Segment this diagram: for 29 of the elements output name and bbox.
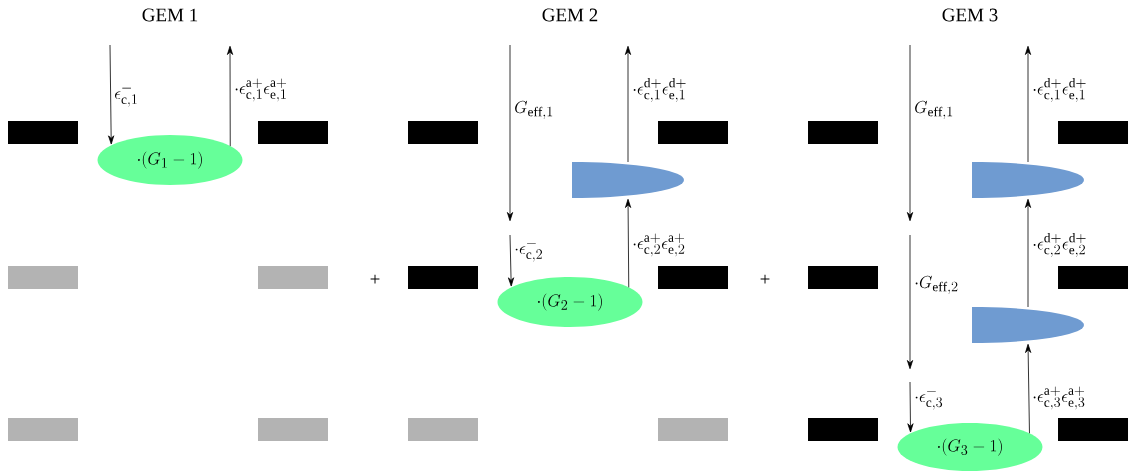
panel-title: GEM 1 xyxy=(142,8,198,22)
arrow xyxy=(1025,198,1032,308)
edge-label: $\cdot\epsilon^{-}_{\mathrm{c},3}$ xyxy=(913,385,945,411)
plus-sign: + xyxy=(760,274,770,284)
arrow xyxy=(625,198,632,288)
gain-label: $G_{\mathrm{eff},1}$ xyxy=(513,100,555,120)
edge-label: $\cdot\epsilon^{\mathrm{d+}}_{\mathrm{c},1}\epsilon^{\mathrm{d+}}_{\mathrm{e},1}$ xyxy=(631,77,688,103)
edge-label: $\cdot\epsilon^{-}_{\mathrm{c},2}$ xyxy=(513,237,545,263)
arrow xyxy=(624,45,632,163)
charge-cloud xyxy=(572,162,684,198)
arrow xyxy=(907,381,914,433)
gain-label: $\cdot G_{\mathrm{eff},2}$ xyxy=(913,275,960,295)
plus-sign: + xyxy=(370,274,380,284)
charge-cloud xyxy=(972,307,1084,343)
edge-label: $\cdot\epsilon^{\mathrm{d+}}_{\mathrm{c},1}\epsilon^{\mathrm{d+}}_{\mathrm{e},1}$ xyxy=(1031,77,1088,103)
edge-label: $\cdot\epsilon^{\mathrm{a+}}_{\mathrm{c},1}\epsilon^{\mathrm{a+}}_{\mathrm{e},1}$ xyxy=(233,77,289,103)
arrow xyxy=(1025,343,1032,434)
arrow xyxy=(227,45,234,147)
edge-label: $\cdot\epsilon^{\mathrm{a+}}_{\mathrm{c},3}\epsilon^{\mathrm{a+}}_{\mathrm{e},3}$ xyxy=(1031,385,1087,411)
panel-title: GEM 3 xyxy=(942,8,998,22)
edge-label: $\epsilon^{-}_{\mathrm{c},1}$ xyxy=(113,82,140,108)
arrow xyxy=(108,44,115,145)
charge-cloud xyxy=(972,162,1084,198)
edge-label: $\cdot\epsilon^{\mathrm{d+}}_{\mathrm{c},2}\epsilon^{\mathrm{d+}}_{\mathrm{e},2}$ xyxy=(1031,232,1088,258)
gain-label: $G_{\mathrm{eff},1}$ xyxy=(913,100,955,120)
arrow xyxy=(508,234,515,287)
arrow xyxy=(1025,45,1032,163)
edge-label: $\cdot\epsilon^{\mathrm{a+}}_{\mathrm{c},2}\epsilon^{\mathrm{a+}}_{\mathrm{e},2}$ xyxy=(631,232,687,258)
panel-title: GEM 2 xyxy=(542,8,598,22)
